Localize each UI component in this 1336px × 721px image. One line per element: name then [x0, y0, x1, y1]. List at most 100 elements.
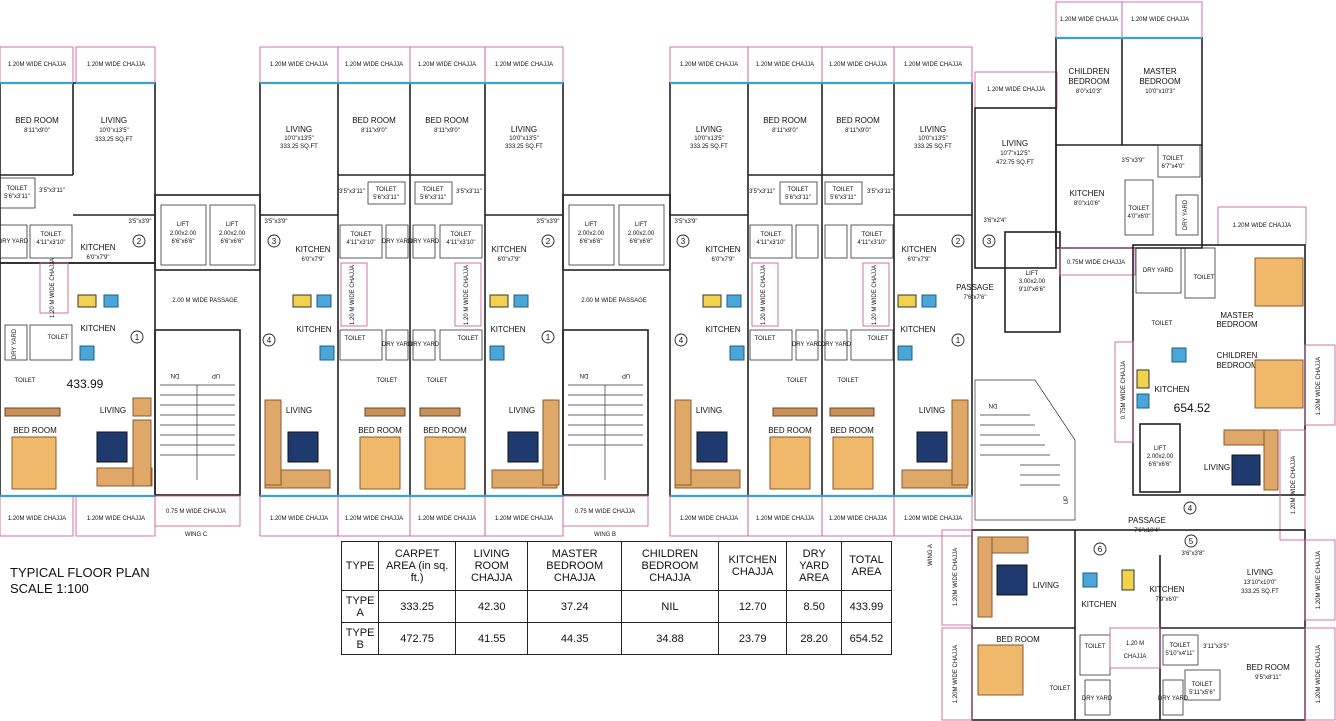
room-label: LIVING	[511, 125, 537, 134]
dimension: 3'5"x3'9"	[537, 219, 560, 225]
table-cell: 34.88	[620, 622, 719, 655]
dimension: 3'11"x3'5"	[1203, 644, 1229, 650]
room-label: TOILET	[755, 336, 776, 342]
chajja-label: 1.20 M WIDE CHAJJA	[50, 258, 56, 318]
chajja-label: 0.75 M WIDE CHAJJA	[575, 509, 635, 515]
room-label: TOILET	[458, 336, 479, 342]
table-header: LIVING ROOM CHAJJA	[454, 541, 529, 591]
room-label: TOILET	[862, 232, 883, 238]
room-label: TOILET	[1152, 321, 1173, 327]
chajja-label: 1.20M WIDE CHAJJA	[270, 62, 328, 68]
room-size: 6'0"x7'9"	[87, 255, 110, 261]
table-header: MASTER BEDROOM CHAJJA	[527, 541, 622, 591]
room-size: 6'6"x6'6"	[1149, 462, 1172, 468]
room-label: LIVING	[286, 406, 312, 415]
room-size: 6'0"x7'9"	[908, 257, 931, 263]
room-size: 6'6"x6'6"	[630, 239, 653, 245]
room-label: LIFT	[177, 222, 190, 228]
marker: 4	[679, 336, 684, 345]
room-label: DRY YARD	[409, 239, 440, 245]
room-label: KITCHEN	[1081, 600, 1116, 609]
room-label: BED ROOM	[996, 635, 1040, 644]
room-label: DRY YARD	[382, 239, 413, 245]
plan-title: TYPICAL FLOOR PLAN SCALE 1:100	[10, 565, 150, 597]
room-size: 5'6"x3'11"	[785, 195, 811, 201]
room-label: MASTER	[1143, 67, 1177, 76]
room-label: TOILET	[1129, 206, 1150, 212]
dimension: 3'5"x3'11"	[39, 188, 65, 194]
room-label: TOILET	[1170, 643, 1191, 649]
room-size: 4'11"x3'10"	[857, 240, 886, 246]
marker: 4	[1188, 504, 1193, 513]
table-cell: NIL	[620, 590, 719, 623]
room-label: TOILET	[1085, 644, 1106, 650]
area-total: 433.99	[67, 377, 104, 391]
room-label: CHILDREN	[1069, 67, 1110, 76]
plan-scale: SCALE 1:100	[10, 581, 89, 596]
room-label: LIFT	[635, 222, 648, 228]
room-size: 5'6"x3'11"	[830, 195, 856, 201]
dimension: 3'5"x3'11"	[749, 189, 775, 195]
chajja-label: 1.20M WIDE CHAJJA	[829, 516, 887, 522]
room-label: TOILET	[376, 187, 397, 193]
dimension: 3'5"x3'9"	[1122, 158, 1145, 164]
wing-b-right: 1.20M WIDE CHAJJA 1.20M WIDE CHAJJA 1.20…	[669, 46, 973, 537]
table-cell: 654.52	[840, 622, 893, 655]
chajja-label: 1.20M WIDE CHAJJA	[495, 62, 553, 68]
room-area: 333.25 SQ.FT	[505, 144, 543, 150]
chajja-label: 1.20M WIDE CHAJJA	[1131, 17, 1189, 23]
room-label: LIVING	[1002, 139, 1028, 148]
table-cell: 44.35	[527, 622, 622, 655]
room-label: KITCHEN	[80, 243, 115, 252]
room-size: 6'0"x7'9"	[712, 257, 735, 263]
stair-label: UP	[212, 372, 220, 378]
room-label: DRY YARD	[821, 342, 852, 348]
windows	[0, 36, 1202, 498]
marker: 1	[546, 333, 551, 342]
room-label: DRY YARD	[1183, 199, 1189, 230]
chajja-label: 1.20M WIDE CHAJJA	[495, 516, 553, 522]
room-label: LIFT	[585, 222, 598, 228]
table-cell: 28.20	[786, 622, 842, 655]
room-size: 7'6"x10'4"	[1134, 528, 1160, 534]
chajja-label: 1.20M WIDE CHAJJA	[953, 548, 959, 606]
room-label: BED ROOM	[358, 426, 402, 435]
room-label: BED ROOM	[1246, 663, 1290, 672]
room-label: BEDROOM	[1139, 77, 1181, 86]
chajja-label: 1.20M WIDE CHAJJA	[680, 62, 738, 68]
room-size: 4'11"x3'10"	[36, 240, 65, 246]
room-size: 8'11"x9'0"	[24, 128, 50, 134]
table-header: TYPE	[340, 541, 380, 591]
chajja-label: 1.20M WIDE CHAJJA	[756, 62, 814, 68]
dimension: 3'5"x3'9"	[129, 219, 152, 225]
room-label: TOILET	[838, 378, 859, 384]
room-size: 2.00x2.00	[170, 231, 197, 237]
room-label: BED ROOM	[763, 116, 807, 125]
room-area: 472.75 SQ.FT	[996, 160, 1034, 166]
marker: 2	[137, 237, 142, 246]
room-label: BEDROOM	[1068, 77, 1110, 86]
room-size: 10'7"x12'5"	[1000, 151, 1030, 157]
room-area: 333.25 SQ.FT	[1241, 589, 1279, 595]
marker: 3	[272, 237, 277, 246]
table-header-row: TYPE CARPET AREA (in sq. ft.) LIVING ROO…	[340, 541, 893, 591]
chajja-label: 1.20M WIDE CHAJJA	[87, 62, 145, 68]
chajja-label: 1.20M WIDE CHAJJA	[953, 645, 959, 703]
chajja-label: 1.20 M WIDE CHAJJA	[872, 265, 878, 325]
room-size: 9'10"x6'6"	[1019, 287, 1045, 293]
table-row: TYPE B 472.75 41.55 44.35 34.88 23.79 28…	[340, 622, 893, 655]
room-label: TOILET	[833, 187, 854, 193]
chajja-label: 1.20M WIDE CHAJJA	[8, 516, 66, 522]
room-label: BED ROOM	[836, 116, 880, 125]
room-label: DRY YARD	[1158, 696, 1189, 702]
room-size: 8'11"x9'0"	[434, 128, 460, 134]
table-cell: 42.30	[454, 590, 529, 623]
chajja-label: 1.20 M	[1126, 641, 1144, 647]
chajja-label: 1.20M WIDE CHAJJA	[418, 516, 476, 522]
room-area: 333.25 SQ.FT	[690, 144, 728, 150]
room-label: LIFT	[1026, 271, 1039, 277]
table-cell: 8.50	[786, 590, 842, 623]
room-label: DRY YARD	[1082, 696, 1113, 702]
chajja-label: 1.20M WIDE CHAJJA	[904, 62, 962, 68]
chajja-label: 1.20M WIDE CHAJJA	[904, 516, 962, 522]
